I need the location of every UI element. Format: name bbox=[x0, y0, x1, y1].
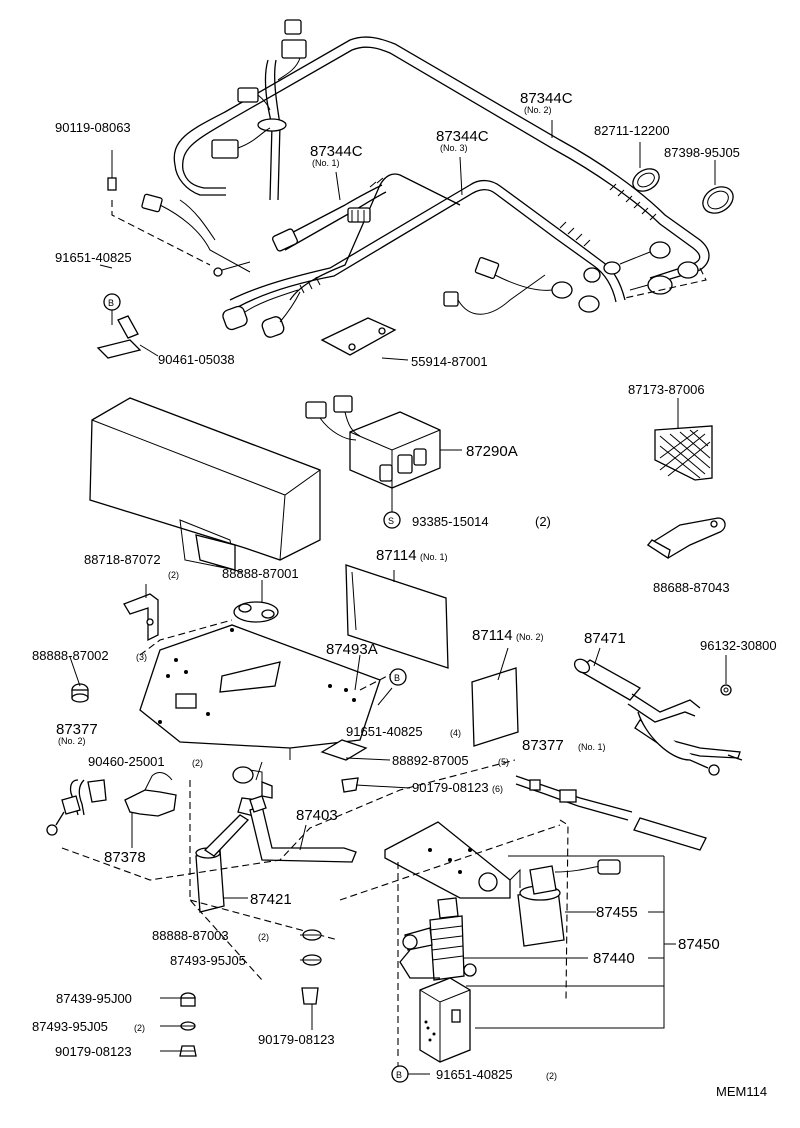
label-91651-40825-b: 91651-40825 bbox=[346, 724, 423, 739]
label-90460-25001: 90460-25001 bbox=[88, 754, 165, 769]
nut-90179-a bbox=[341, 777, 359, 793]
hose-87377-no1 bbox=[515, 775, 707, 851]
wire-harness bbox=[141, 19, 734, 356]
label-87377-no2: 87377 bbox=[56, 721, 98, 738]
label-b-a: B bbox=[108, 298, 114, 308]
control-unit bbox=[305, 395, 462, 515]
label-88892-87005: 88892-87005 bbox=[392, 753, 469, 768]
label-91651-40825-a: 91651-40825 bbox=[55, 250, 132, 265]
label-87439-95j00: 87439-95J00 bbox=[56, 991, 132, 1006]
label-93385-15014-qty: (2) bbox=[535, 514, 551, 529]
s-circle-icon bbox=[383, 511, 401, 529]
grommet-88888-87002 bbox=[71, 683, 89, 703]
clip-88892 bbox=[320, 739, 368, 761]
grommet-88888-87001 bbox=[233, 580, 279, 623]
label-87114-no2: 87114 bbox=[472, 627, 513, 644]
label-87377-no1-sub: (No. 1) bbox=[578, 742, 606, 752]
label-88888-87002-qty: (3) bbox=[136, 652, 147, 662]
label-87493a: 87493A bbox=[326, 641, 378, 658]
pump-leaders bbox=[466, 856, 676, 1029]
label-88688-87043: 88688-87043 bbox=[653, 580, 730, 595]
label-87377-no2-sub: (No. 2) bbox=[58, 736, 86, 746]
figure-code: MEM114 bbox=[716, 1084, 767, 1099]
label-55914-87001: 55914-87001 bbox=[411, 354, 488, 369]
label-91651-40825-c-qty: (2) bbox=[546, 1071, 557, 1081]
label-87173-87006: 87173-87006 bbox=[628, 382, 705, 397]
label-b-b: B bbox=[394, 673, 400, 683]
label-90461-05038: 90461-05038 bbox=[158, 352, 235, 367]
clamp-90460 bbox=[232, 766, 273, 799]
b-circle-icon bbox=[103, 293, 121, 311]
heater-cover bbox=[89, 397, 321, 573]
label-87440: 87440 bbox=[593, 950, 635, 967]
label-87377-no1: 87377 bbox=[522, 737, 564, 754]
label-87378: 87378 bbox=[104, 849, 146, 866]
bracket-88688 bbox=[646, 517, 726, 560]
label-87290a: 87290A bbox=[466, 443, 518, 460]
label-87114-no2-sub: (No. 2) bbox=[516, 632, 544, 642]
warning-label bbox=[654, 398, 713, 481]
pump-87455 bbox=[517, 859, 621, 947]
label-87344c-no2-sub: (No. 2) bbox=[524, 105, 552, 115]
label-87344c-no1: 87344C bbox=[310, 143, 363, 160]
label-87398-95j05: 87398-95J05 bbox=[664, 145, 740, 160]
label-87450: 87450 bbox=[678, 936, 720, 953]
label-b-c: B bbox=[396, 1070, 402, 1080]
b-circle-icon bbox=[389, 668, 407, 686]
label-90460-25001-qty: (2) bbox=[192, 758, 203, 768]
sheet-87114-no1 bbox=[345, 564, 449, 669]
label-90179-08123-b: 90179-08123 bbox=[55, 1044, 132, 1059]
bracket-88718 bbox=[123, 584, 159, 642]
label-87344c-no3-sub: (No. 3) bbox=[440, 143, 468, 153]
label-96132-30800: 96132-30800 bbox=[700, 638, 777, 653]
labels: 90119-08063 91651-40825 B 90461-05038 87… bbox=[32, 90, 777, 1099]
label-90179-08123-c: 90179-08123 bbox=[258, 1032, 335, 1047]
label-87344c-no3: 87344C bbox=[436, 128, 489, 145]
heater-block bbox=[419, 977, 471, 1063]
label-87493-95j05-b: 87493-95J05 bbox=[32, 1019, 108, 1034]
label-88892-87005-qty: (5) bbox=[498, 757, 509, 767]
label-87403: 87403 bbox=[296, 807, 338, 824]
hose-87403 bbox=[249, 795, 357, 863]
label-90179-08123-a-qty: (6) bbox=[492, 784, 503, 794]
label-87421: 87421 bbox=[250, 891, 292, 908]
label-87344c-no1-sub: (No. 1) bbox=[312, 158, 340, 168]
label-93385-15014: 93385-15014 bbox=[412, 514, 489, 529]
label-88718-87072: 88718-87072 bbox=[84, 552, 161, 567]
label-87471: 87471 bbox=[584, 630, 626, 647]
duct-87471 bbox=[573, 658, 743, 776]
label-91651-40825-b-qty: (4) bbox=[450, 728, 461, 738]
sheet-87114-no2 bbox=[471, 667, 519, 747]
hose-87421 bbox=[195, 797, 259, 913]
label-88888-87003: 88888-87003 bbox=[152, 928, 229, 943]
label-87493-95j05-a: 87493-95J05 bbox=[170, 953, 246, 968]
label-88888-87002: 88888-87002 bbox=[32, 648, 109, 663]
label-s-a: S bbox=[388, 516, 394, 526]
base-plate bbox=[139, 619, 396, 760]
bolt-and-bracket bbox=[96, 150, 211, 359]
label-87114-no1-sub: (No. 1) bbox=[420, 552, 448, 562]
b-circle-icon bbox=[391, 1065, 409, 1083]
label-87455: 87455 bbox=[596, 904, 638, 921]
label-90179-08123-a: 90179-08123 bbox=[412, 780, 489, 795]
hose-87377-no2 bbox=[46, 779, 107, 836]
label-88888-87003-qty: (2) bbox=[258, 932, 269, 942]
label-87114-no1: 87114 bbox=[376, 547, 417, 564]
injector-87440 bbox=[399, 897, 588, 981]
label-90119-08063: 90119-08063 bbox=[55, 120, 131, 135]
label-88888-87001: 88888-87001 bbox=[222, 566, 299, 581]
pump-bracket bbox=[384, 821, 664, 899]
label-87344c-no2: 87344C bbox=[520, 90, 573, 107]
clip-87378 bbox=[124, 772, 177, 848]
label-82711-12200: 82711-12200 bbox=[594, 123, 670, 138]
leader-lines bbox=[69, 120, 727, 1075]
label-87493-95j05-b-qty: (2) bbox=[134, 1023, 145, 1033]
label-91651-40825-c: 91651-40825 bbox=[436, 1067, 513, 1082]
label-88718-87072-qty: (2) bbox=[168, 570, 179, 580]
